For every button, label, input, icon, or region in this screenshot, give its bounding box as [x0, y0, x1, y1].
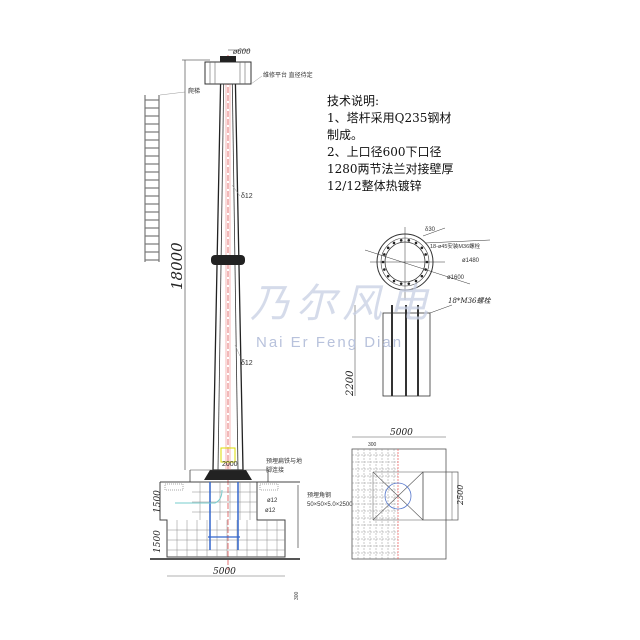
- side-note: 300: [294, 591, 300, 600]
- rebar-label-2: ø12: [265, 508, 276, 514]
- angle-note-1: 预埋角钢: [307, 491, 331, 499]
- flange-plan: [364, 227, 491, 300]
- ladder: [144, 95, 160, 262]
- notes-line: 制成。: [327, 128, 364, 142]
- bolt-hole: [407, 239, 411, 242]
- bolt-hole: [399, 282, 403, 285]
- top-diameter-label: ø600: [232, 48, 251, 56]
- bolt-hole: [420, 274, 424, 278]
- notes-line: 2、上口径600下口径: [327, 145, 442, 159]
- foundation-width-dim: 5000: [213, 567, 236, 577]
- bolt-hole: [414, 279, 418, 283]
- plan-side-dim: 2500: [456, 485, 465, 506]
- bolt-hole: [383, 253, 386, 256]
- mid-flange: [211, 255, 245, 265]
- notes-line: 1280两节法兰对接壁厚: [327, 162, 454, 176]
- bolt-hole: [399, 239, 403, 242]
- bolt-hole: [407, 282, 411, 285]
- embed-note-1: 预埋扁铁与地: [266, 457, 302, 465]
- wall-thickness-upper: δ12: [241, 193, 253, 200]
- foundation-top-width: 2000: [222, 461, 238, 468]
- bolt-hole: [386, 274, 390, 278]
- pole: [204, 55, 252, 570]
- platform-label: 维修平台 直径待定: [263, 71, 313, 79]
- lower-height-dim: 1500: [153, 530, 163, 553]
- bolt-hole: [392, 279, 396, 283]
- bolt-circle-label: ø1480: [462, 258, 480, 264]
- anchor-bolt-cage: [354, 304, 453, 397]
- bolt-hole: [424, 268, 427, 271]
- base-flange: [204, 470, 252, 480]
- ladder-label: 爬梯: [188, 87, 200, 95]
- rebar-label-1: ø12: [267, 498, 278, 504]
- notes-title: 技术说明:: [327, 94, 380, 108]
- notes-line: 12/12整体热镀锌: [327, 179, 422, 193]
- bolt-hole: [383, 268, 386, 271]
- height-dimension: [182, 59, 210, 470]
- bolt-hole: [414, 241, 418, 245]
- bolt-hole: [424, 253, 427, 256]
- bolt-hole: [392, 241, 396, 245]
- bolt-hole: [420, 246, 424, 250]
- plan-width-dim: 5000: [390, 428, 413, 438]
- notes-line: 1、塔杆采用Q235钢材: [327, 111, 452, 125]
- watermark-en: Nai Er Feng Dian: [256, 334, 404, 351]
- foundation-section: [150, 469, 300, 560]
- flange-thickness: δ30: [425, 227, 436, 233]
- bolt-hole: [381, 260, 385, 264]
- technical-notes: 技术说明: 1、塔杆采用Q235钢材 制成。 2、上口径600下口径 1280两…: [327, 93, 454, 195]
- height-dim-label: 18000: [168, 242, 186, 290]
- plan-small-dim: 300: [368, 442, 377, 448]
- anchor-bolts-label: 18*M36螺栓: [448, 297, 491, 305]
- wall-thickness-lower: δ12: [241, 360, 253, 367]
- bolt-hole: [425, 260, 429, 264]
- angle-note-2: 50×50×5.0×2500: [307, 502, 353, 508]
- foundation-plan: [351, 436, 459, 560]
- anchor-length-dim: 2200: [345, 370, 356, 397]
- embed-note-2: 脚连接: [266, 466, 284, 474]
- bolt-holes-label: 18-ø45安装M36螺栓: [430, 242, 481, 250]
- flange-od-label: ø1600: [447, 275, 465, 281]
- maintenance-platform: [204, 61, 252, 85]
- watermark-cn: 乃尔风电: [250, 281, 434, 327]
- bolt-hole: [386, 246, 390, 250]
- upper-height-dim: 1500: [153, 490, 163, 513]
